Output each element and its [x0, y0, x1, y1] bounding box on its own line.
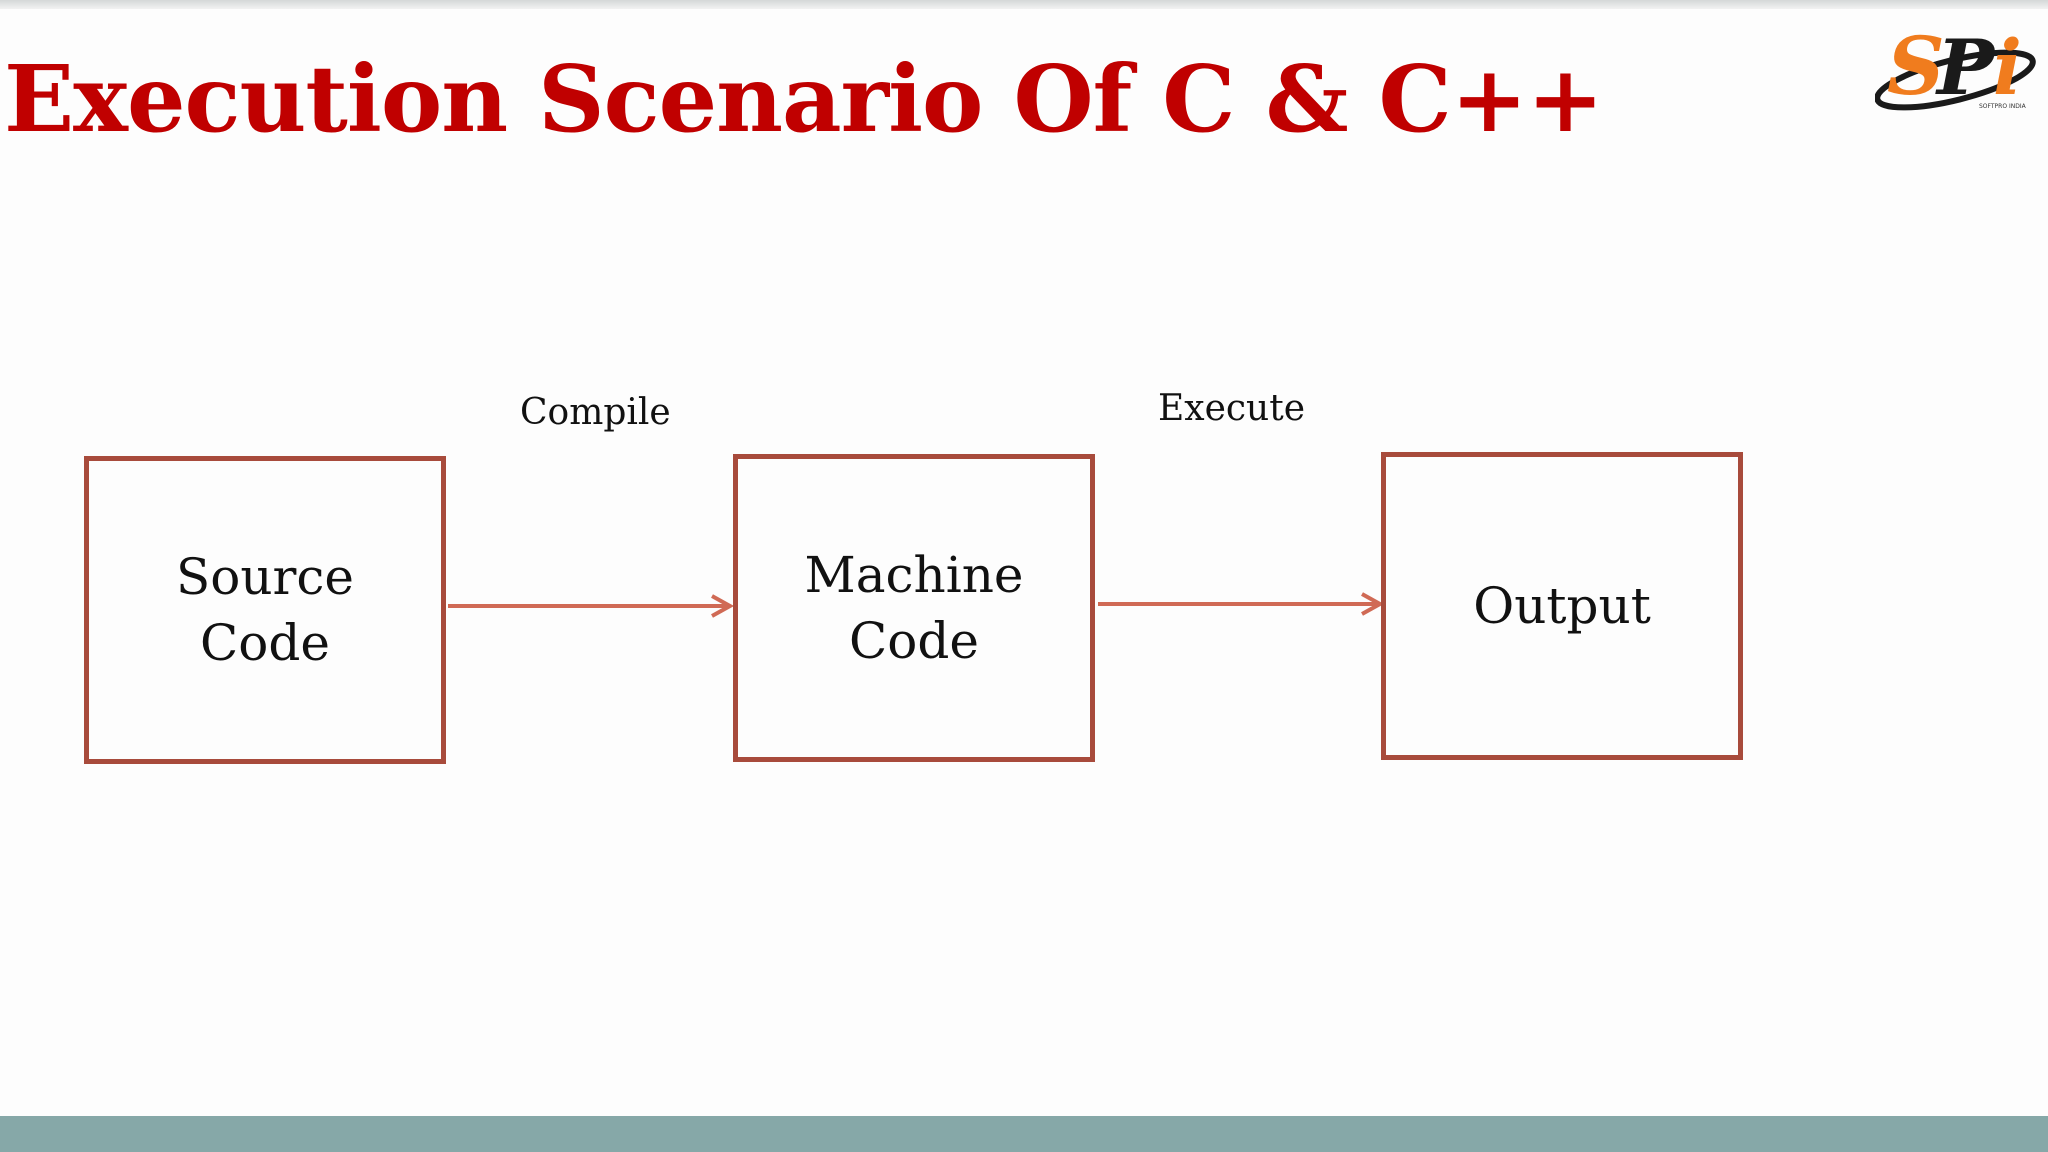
logo-letter-p: P	[1935, 23, 1996, 112]
logo-swoosh-icon	[1875, 49, 2036, 111]
top-rule	[0, 0, 2048, 9]
node-label-line: Code	[200, 614, 330, 672]
node-output: Output	[1381, 452, 1743, 760]
node-label-line: Output	[1473, 577, 1651, 635]
edge-execute-arrow	[1098, 592, 1385, 616]
node-label: Output	[1473, 573, 1651, 639]
edge-label-compile: Compile	[520, 392, 671, 433]
edge-compile-arrow	[448, 594, 735, 618]
node-label: Machine Code	[805, 542, 1024, 674]
logo-tagline: SOFTPRO INDIA	[1979, 103, 2027, 110]
spi-logo: S P i SOFTPRO INDIA	[1875, 22, 2036, 113]
node-machine-code: Machine Code	[733, 454, 1095, 762]
logo-letter-i: i	[1993, 23, 2022, 112]
node-label-line: Source	[175, 548, 355, 606]
slide-title: Execution Scenario Of C & C++	[4, 45, 1604, 153]
node-label: Source Code	[176, 544, 354, 676]
node-label-line: Machine	[804, 546, 1024, 604]
logo-letter-s: S	[1887, 22, 1945, 113]
node-source-code: Source Code	[84, 456, 446, 764]
node-label-line: Code	[849, 612, 979, 670]
edge-label-execute: Execute	[1158, 388, 1306, 429]
bottom-band	[0, 1116, 2048, 1152]
